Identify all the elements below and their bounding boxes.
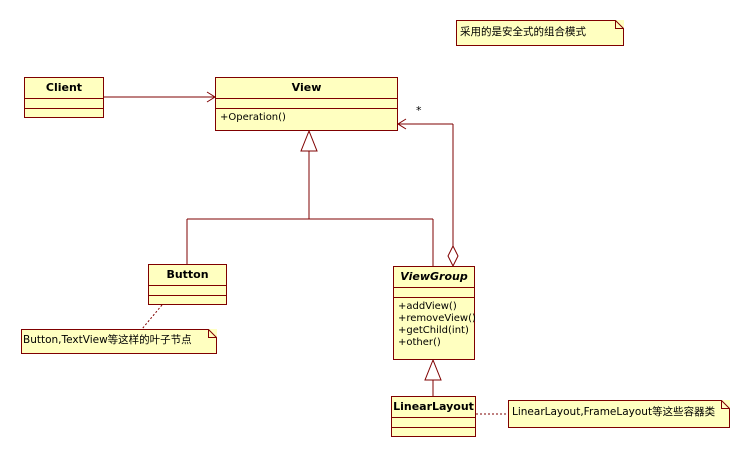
- note-containers[interactable]: LinearLayout,FrameLayout等这些容器类: [508, 400, 730, 428]
- operations-compartment: [149, 295, 226, 296]
- operation: +getChild(int): [398, 325, 469, 336]
- class-name: ViewGroup: [400, 270, 468, 283]
- note-text: 采用的是安全式的组合模式: [460, 26, 586, 38]
- class-client[interactable]: Client: [24, 77, 104, 118]
- class-name: Client: [45, 81, 83, 94]
- multiplicity-label: *: [416, 104, 422, 117]
- class-button[interactable]: Button: [148, 264, 227, 305]
- operation: +Operation(): [220, 112, 286, 123]
- operations-compartment: +Operation(): [216, 108, 397, 126]
- attributes-compartment: [149, 285, 226, 295]
- class-view[interactable]: View +Operation(): [215, 77, 398, 131]
- operations-compartment: +addView() +removeView() +getChild(int) …: [394, 297, 476, 351]
- attributes-compartment: [394, 287, 474, 297]
- note-leaf-nodes[interactable]: Button,TextView等这样的叶子节点: [21, 329, 217, 354]
- note-frame: [508, 400, 730, 428]
- class-name: LinearLayout: [393, 400, 474, 413]
- operation: +addView(): [398, 301, 457, 312]
- note-frame: [456, 20, 624, 46]
- class-linearlayout[interactable]: LinearLayout: [391, 396, 476, 437]
- operations-compartment: [392, 427, 475, 428]
- note-frame: [21, 329, 217, 354]
- note-text: LinearLayout,FrameLayout等这些容器类: [512, 406, 716, 418]
- attributes-compartment: [392, 417, 475, 427]
- class-name: Button: [166, 268, 209, 281]
- class-viewgroup[interactable]: ViewGroup +addView() +removeView() +getC…: [393, 266, 476, 360]
- attributes-compartment: [216, 98, 397, 108]
- operations-compartment: [25, 108, 103, 109]
- operation: +other(): [398, 337, 441, 348]
- note-text: Button,TextView等这样的叶子节点: [23, 334, 192, 346]
- operation: +removeView(): [398, 313, 476, 324]
- attributes-compartment: [25, 98, 103, 108]
- class-name: View: [291, 81, 322, 94]
- note-safe-composite[interactable]: 采用的是安全式的组合模式: [456, 20, 624, 46]
